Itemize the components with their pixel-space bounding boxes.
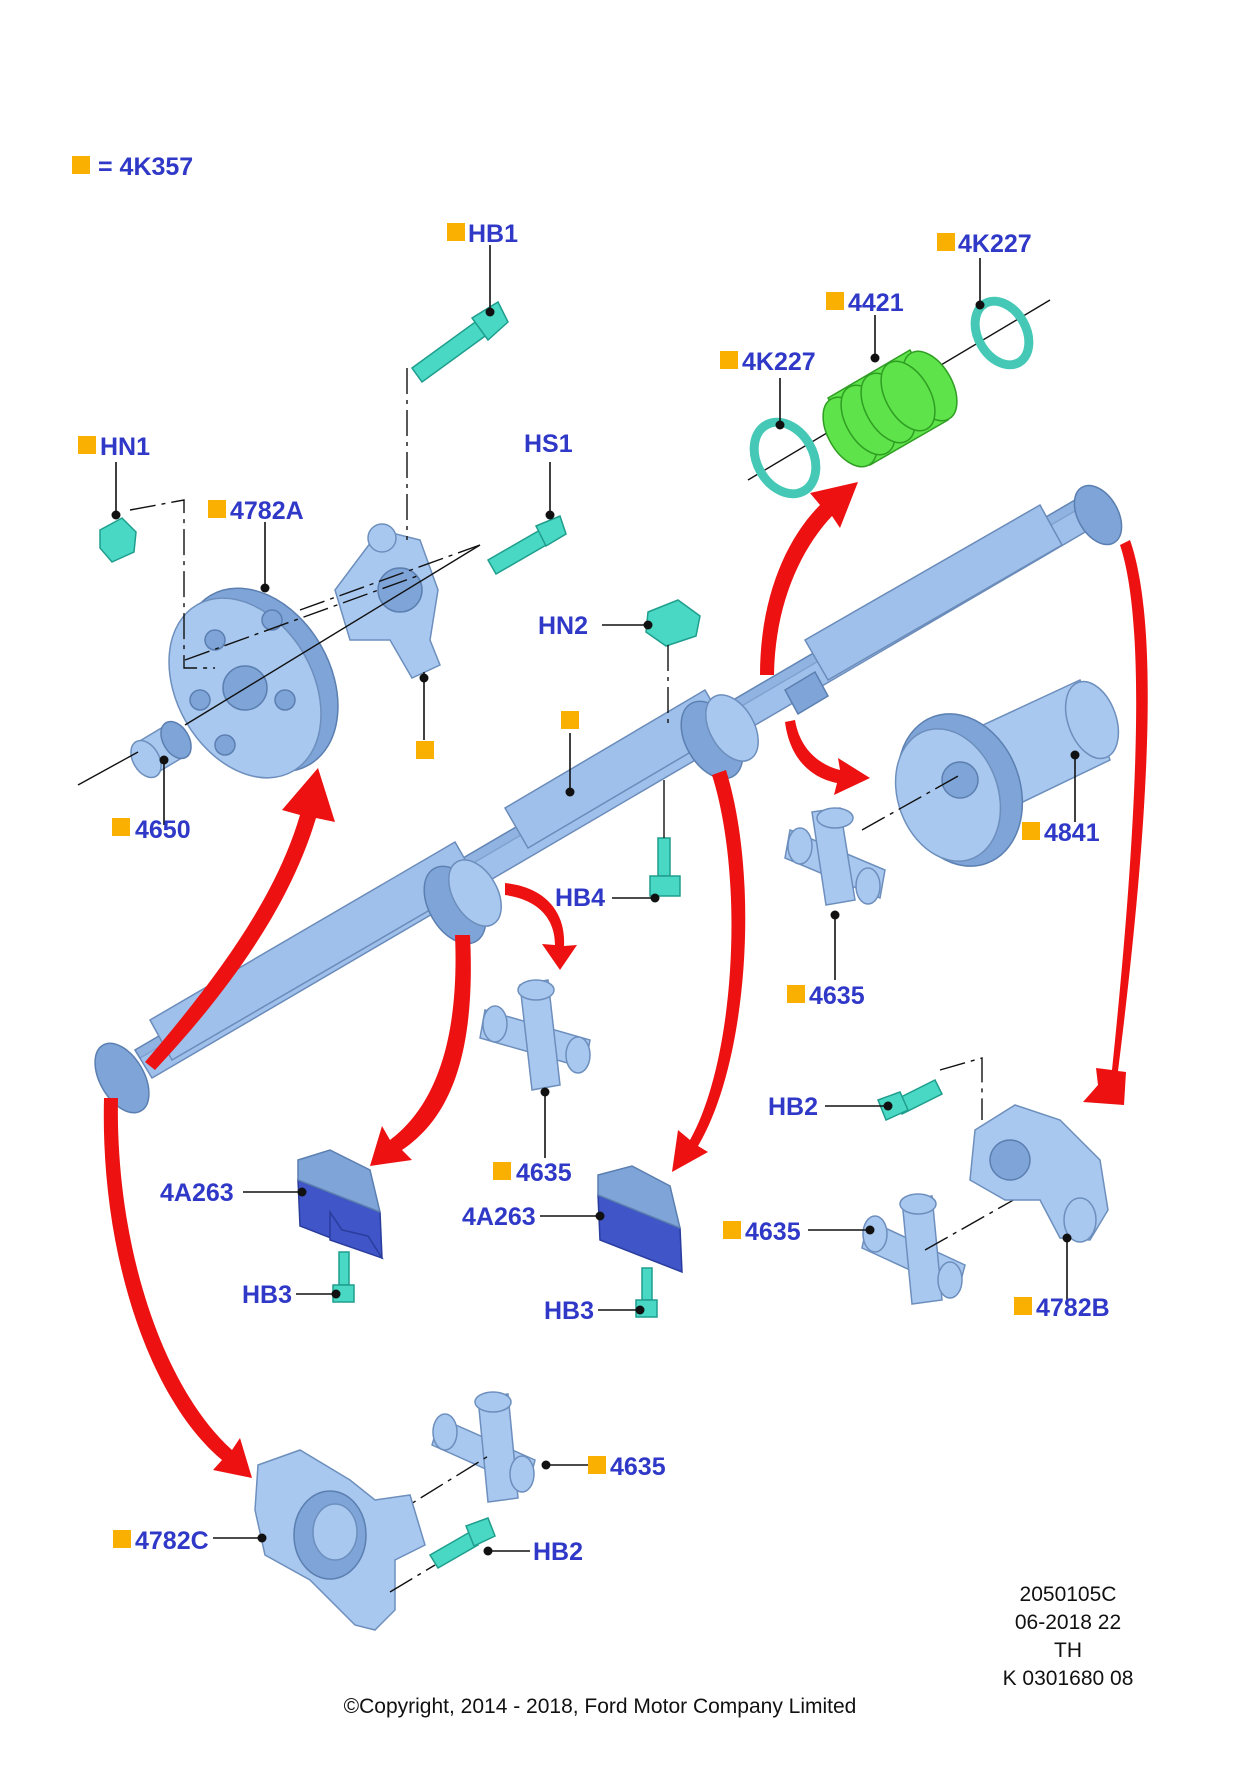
arrow-to-4782c	[103, 1098, 252, 1478]
legend-marker	[72, 156, 90, 174]
boot-4421	[822, 348, 958, 468]
label-4a263-mid: 4A263	[462, 1203, 536, 1231]
bolt-hb2-right	[877, 1078, 944, 1122]
label-4a263-left: 4A263	[160, 1179, 234, 1207]
label-4650: 4650	[135, 816, 191, 844]
arrow-to-4a263-left	[370, 935, 471, 1166]
red-arrows	[103, 482, 1148, 1478]
slip-yoke-4841	[894, 678, 1120, 867]
flange-4782c	[254, 1449, 426, 1631]
label-4782c: 4782C	[135, 1527, 209, 1555]
nut-hn1	[99, 517, 137, 563]
label-hn2: HN2	[538, 612, 588, 640]
arrow-to-4782a	[145, 768, 335, 1070]
bolt-hs1	[486, 514, 567, 576]
ring-4k227-top	[970, 296, 1034, 370]
label-4421: 4421	[848, 289, 904, 317]
info-line-4: K 0301680 08	[1003, 1667, 1134, 1690]
label-4782a: 4782A	[230, 497, 304, 525]
info-line-3: TH	[1054, 1639, 1082, 1662]
info-block: 2050105C 06-2018 22 TH K 0301680 08	[1003, 1583, 1134, 1690]
bracket-4a263-left	[297, 1149, 384, 1260]
bolt-hb4	[649, 837, 681, 897]
arrow-to-4782b	[1083, 540, 1148, 1105]
bush-4650	[130, 720, 192, 779]
label-4k227-left: 4K227	[742, 348, 816, 376]
label-hb2-right: HB2	[768, 1093, 818, 1121]
label-hb4: HB4	[555, 884, 605, 912]
nut-hn2	[645, 599, 701, 647]
ujoint-4635-lower	[861, 1193, 966, 1305]
label-hb3-left: HB3	[242, 1281, 292, 1309]
info-line-1: 2050105C	[1020, 1583, 1117, 1606]
orange-markers	[72, 156, 1040, 1548]
label-hb2-bottom: HB2	[533, 1538, 583, 1566]
label-4635-bottom: 4635	[610, 1453, 666, 1481]
arrow-to-4635-mid	[505, 883, 577, 970]
ujoint-4635-right	[784, 807, 886, 906]
label-4635-lower: 4635	[745, 1218, 801, 1246]
copyright: ©Copyright, 2014 - 2018, Ford Motor Comp…	[344, 1695, 857, 1718]
info-line-2: 06-2018 22	[1015, 1611, 1121, 1634]
propeller-shaft	[94, 484, 1123, 1114]
legend-text: = 4K357	[98, 153, 193, 181]
arrow-to-4a263-mid	[672, 770, 746, 1172]
arrow-to-4841	[785, 720, 870, 795]
bracket-4a263-mid	[597, 1165, 683, 1274]
ujoint-4635-mid	[479, 979, 591, 1091]
label-4782b: 4782B	[1036, 1294, 1110, 1322]
label-4635-right: 4635	[809, 982, 865, 1010]
bolt-hb2-bottom	[428, 1517, 496, 1570]
ring-4k227-left	[749, 417, 821, 499]
label-4841: 4841	[1044, 819, 1100, 847]
label-hb3-mid: HB3	[544, 1297, 594, 1325]
leader-lines	[111, 245, 1080, 1556]
bolt-hb3-mid	[635, 1267, 658, 1318]
arrow-to-boot	[760, 482, 858, 675]
label-hn1: HN1	[100, 433, 150, 461]
label-4635-mid: 4635	[516, 1159, 572, 1187]
ujoint-4635-bottom	[431, 1391, 536, 1503]
label-4k227-top: 4K227	[958, 230, 1032, 258]
label-hs1: HS1	[524, 430, 573, 458]
flange-yoke-4782b	[969, 1104, 1109, 1243]
label-hb1: HB1	[468, 220, 518, 248]
